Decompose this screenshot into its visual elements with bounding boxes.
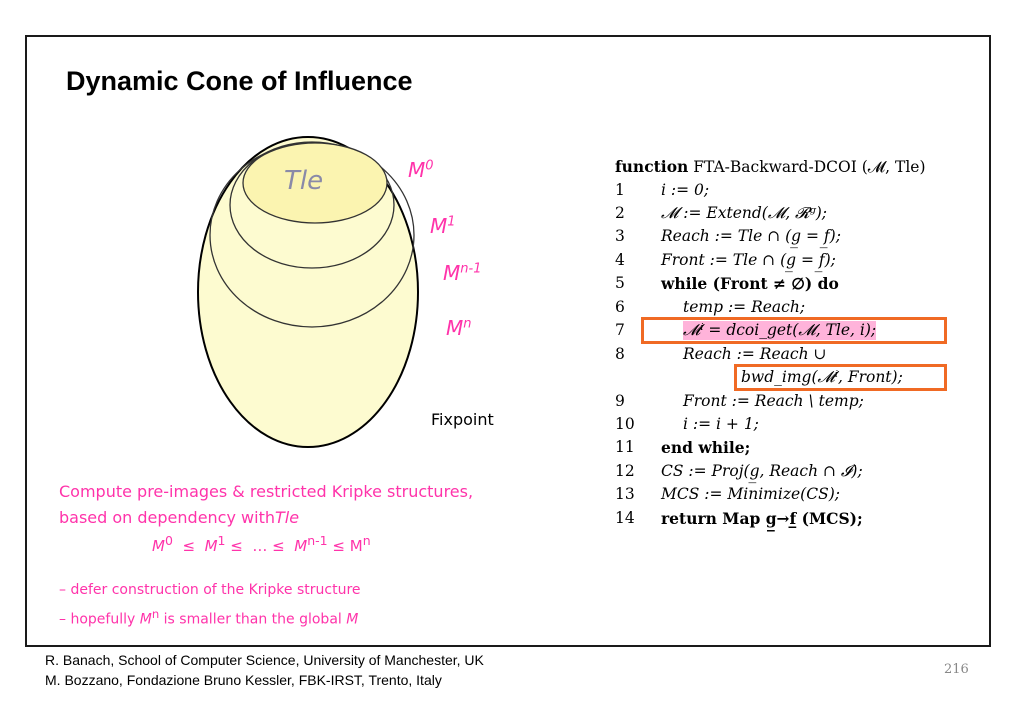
note-compute: Compute pre-images & restricted Kripke s… [59,482,474,501]
slide-title: Dynamic Cone of Influence [66,66,413,96]
note-hopefully: – hopefully Mn is smaller than the globa… [59,607,359,628]
slide-frame [25,35,991,647]
footer-author-2: M. Bozzano, Fondazione Bruno Kessler, FB… [45,672,442,688]
page-number: 216 [944,662,969,677]
ellipse-m1 [229,141,395,269]
ellipse-mn [197,136,419,448]
note-chain: M0 ≤ M1 ≤ … ≤ Mn-1 ≤ Mn [152,533,371,555]
footer-author-1: R. Banach, School of Computer Science, U… [45,652,484,668]
label-mn: Mn [446,316,472,340]
highlight-box-dcoi-get [641,317,947,344]
fixpoint-label: Fixpoint [431,410,494,429]
label-m1: M1 [430,214,456,238]
label-m0: M0 [408,158,434,182]
algo-header: function FTA-Backward-DCOI (𝓜, Tle) [615,157,926,176]
note-defer: – defer construction of the Kripke struc… [59,582,361,598]
tle-label: Tle [284,166,324,196]
label-mn-1: Mn-1 [443,261,482,285]
cone-diagram [197,136,419,448]
note-based: based on dependency withTle [59,508,300,527]
ellipse-m0 [242,142,388,224]
highlight-box-bwd-img [734,364,947,391]
